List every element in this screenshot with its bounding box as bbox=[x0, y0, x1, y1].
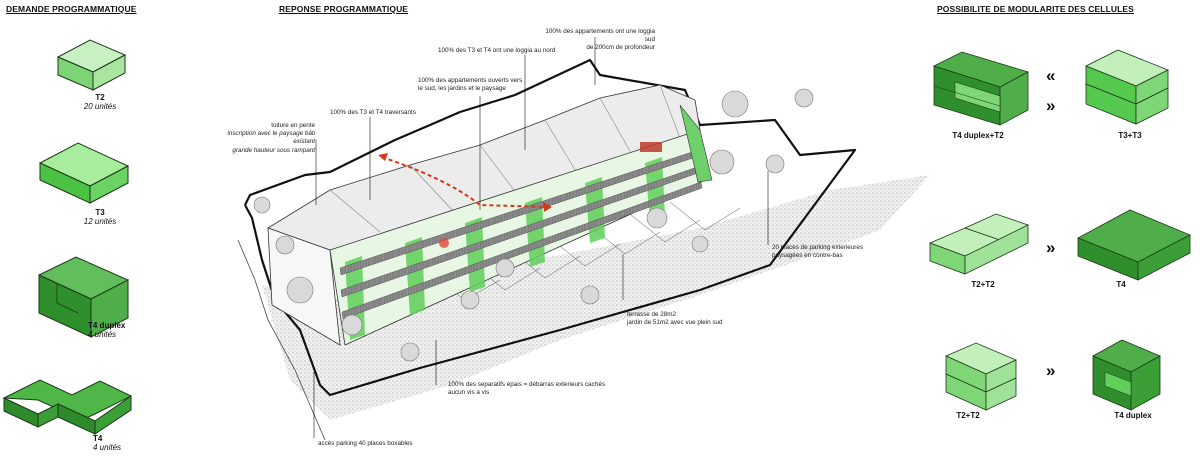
label-t4: T4 bbox=[1116, 280, 1126, 289]
swap-left-arrow: « bbox=[1046, 66, 1056, 85]
annotation-line: 100% des T3 et T4 ont une loggia au nord bbox=[438, 47, 556, 54]
annotation-toiture: toiture en pente inscription avec le pay… bbox=[205, 122, 315, 155]
cell-block-t2 bbox=[56, 39, 127, 91]
cell-block-t4 bbox=[2, 379, 133, 435]
annotation-line: accès parking 40 places boxables bbox=[318, 440, 413, 447]
annotation-line: aucun vis a vis bbox=[448, 389, 490, 397]
annotation-parking-ext: 20 places de parking exterieures paysagé… bbox=[772, 244, 863, 260]
loggia-highlight bbox=[640, 142, 662, 152]
traversant-arrow bbox=[381, 156, 549, 208]
annotation-line: 100% des appartements ouverts vers bbox=[418, 77, 523, 84]
site-outline bbox=[244, 58, 857, 397]
cell-name: T4 duplex bbox=[88, 321, 126, 330]
leader-lines bbox=[313, 37, 769, 438]
annotation-line: toiture en pente bbox=[271, 122, 315, 129]
cell-name: T4 bbox=[93, 434, 103, 443]
label-t3: T3 12 unités bbox=[80, 208, 120, 226]
mod-block-t3-t3 bbox=[1085, 49, 1169, 125]
annotation-ouverts: 100% des appartements ouverts vers le su… bbox=[418, 77, 522, 93]
heading-reponse: REPONSE PROGRAMMATIQUE bbox=[279, 4, 409, 14]
cell-name: T2 bbox=[95, 93, 105, 102]
annotation-line: de 200cm de profondeur bbox=[586, 44, 655, 52]
label-t4-duplex: T4 duplex bbox=[1114, 411, 1152, 420]
merge-arrow: » bbox=[1046, 238, 1056, 257]
mod-block-t4-duplex bbox=[1092, 339, 1161, 411]
annotation-line: 100% des T3 et T4 traversants bbox=[330, 109, 416, 116]
trees bbox=[253, 88, 814, 362]
annotation-terrasse: terrasse de 28m2 jardin de 51m2 avec vue… bbox=[627, 311, 723, 327]
annotation-line: 100% des appartements ont une loggia sud bbox=[545, 28, 655, 44]
demande-cells bbox=[2, 39, 133, 435]
roof-ridges bbox=[329, 84, 681, 233]
cell-units: 4 unités bbox=[93, 443, 122, 453]
label-t2-t2-b: T2+T2 bbox=[956, 411, 980, 420]
label-t3-t3: T3+T3 bbox=[1118, 131, 1142, 140]
swap-right-arrow: » bbox=[1046, 96, 1056, 115]
annotation-line: jardin de 51m2 avec vue plein sud bbox=[627, 319, 723, 327]
annotation-line: terrasse de 28m2 bbox=[627, 311, 677, 318]
annotation-line: paysagées en contre-bas bbox=[772, 252, 843, 260]
mod-block-t2-t2-b bbox=[945, 342, 1017, 411]
cell-units: 20 unités bbox=[83, 102, 117, 112]
cell-units: 4 unités bbox=[88, 330, 117, 340]
annotation-line: le sud, les jardins et le paysage bbox=[418, 85, 506, 93]
cell-block-t4-duplex bbox=[37, 256, 130, 338]
annotation-loggia-nord: 100% des T3 et T4 ont une loggia au nord bbox=[438, 47, 555, 55]
annotation-acces: accès parking 40 places boxables bbox=[318, 440, 413, 448]
annotation-separatifs: 100% des separatifs épais = débarras ext… bbox=[448, 381, 605, 397]
heading-modularite: POSSIBILITE DE MODULARITE DES CELLULES bbox=[937, 4, 1134, 14]
label-t4-duplex: T4 duplex 4 unités bbox=[88, 321, 148, 339]
site-edge-left bbox=[237, 239, 326, 441]
annotation-line: 20 places de parking exterieures bbox=[772, 244, 864, 251]
label-t2-t2-a: T2+T2 bbox=[971, 280, 995, 289]
cell-units: 12 unités bbox=[83, 217, 117, 227]
annotation-line: inscription avec le paysage bâti existan… bbox=[227, 130, 315, 146]
annotation-loggia-sud: 100% des appartements ont une loggia sud… bbox=[535, 28, 655, 53]
cell-name: T3 bbox=[95, 208, 105, 217]
label-t4duplex-t2: T4 duplex+T2 bbox=[952, 131, 1004, 140]
annotation-traversants: 100% des T3 et T4 traversants bbox=[330, 109, 416, 117]
annotation-line: grande hauteur sous rampant bbox=[232, 146, 315, 154]
mod-block-t4 bbox=[1077, 209, 1191, 281]
label-t2: T2 20 unités bbox=[80, 93, 120, 111]
mod-block-t2-t2-a bbox=[928, 213, 1029, 275]
balcony-rows bbox=[339, 149, 703, 320]
label-t4: T4 4 unités bbox=[93, 434, 133, 452]
merge-arrow-2: » bbox=[1046, 361, 1056, 380]
cell-block-t3 bbox=[38, 142, 130, 204]
annotation-line: 100% des separatifs épais = débarras ext… bbox=[448, 381, 605, 388]
mod-block-t4duplex-t2 bbox=[932, 51, 1030, 126]
heading-demande: DEMANDE PROGRAMMATIQUE bbox=[6, 4, 137, 14]
exterior-stair bbox=[679, 104, 713, 183]
view-marker bbox=[439, 238, 449, 248]
